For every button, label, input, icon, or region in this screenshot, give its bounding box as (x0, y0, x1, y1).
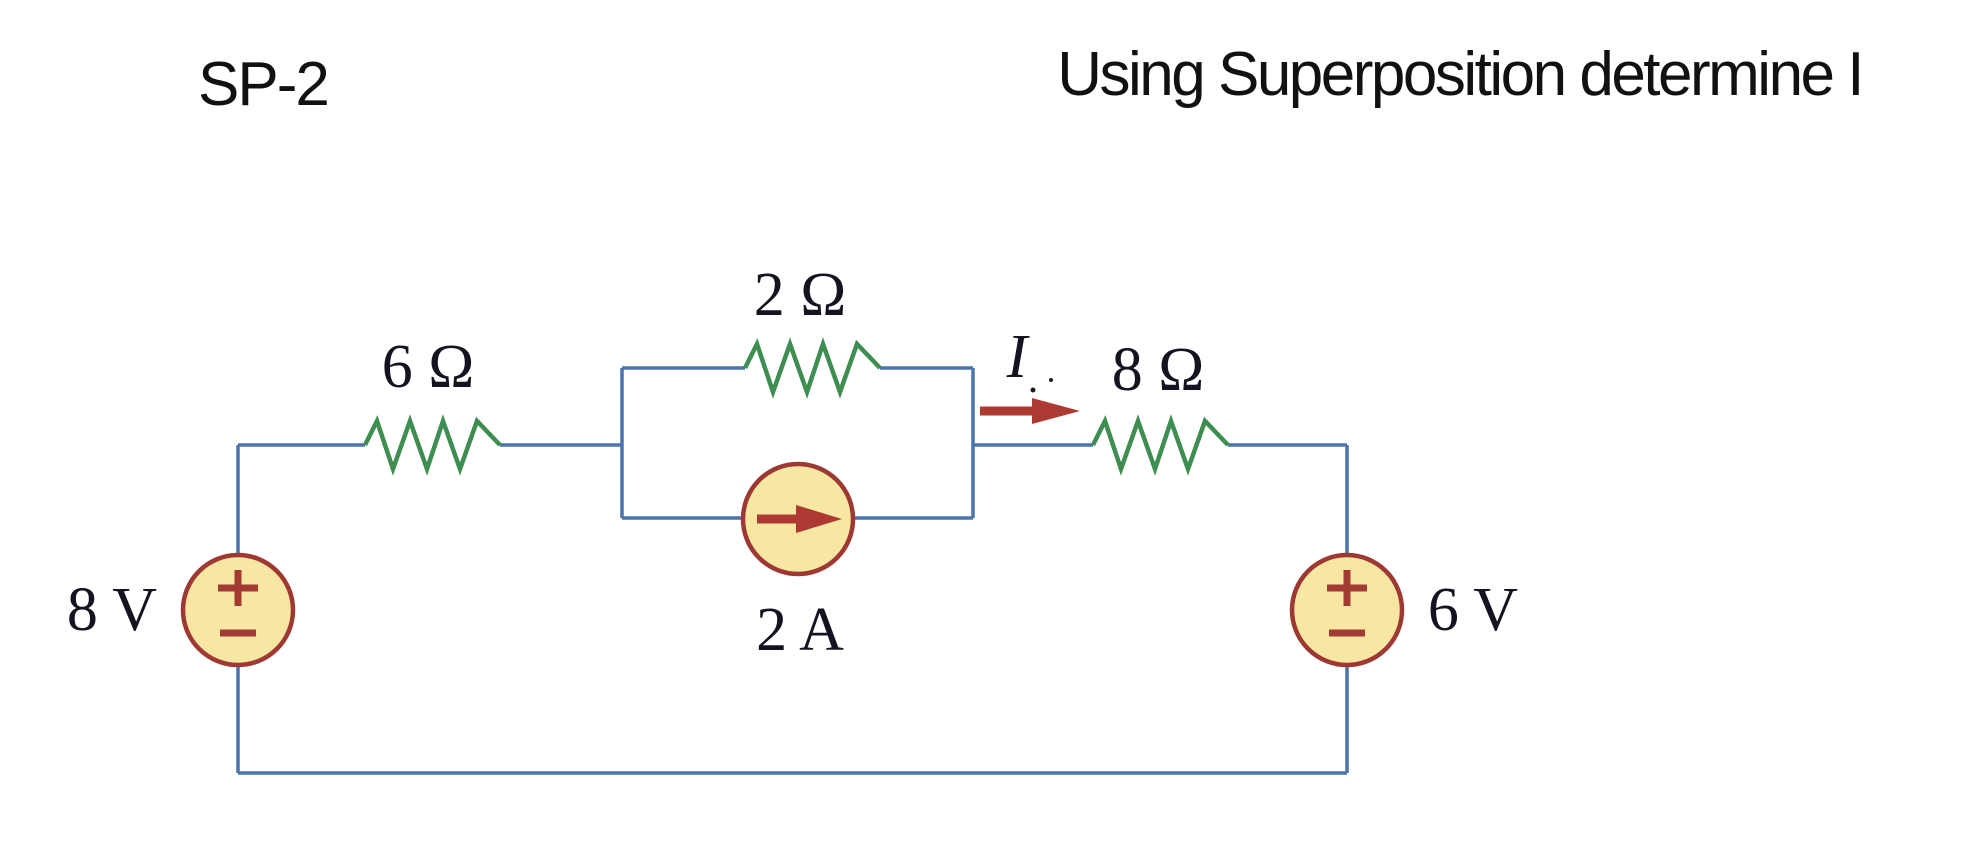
current-i-label: I (1006, 323, 1031, 391)
current-i-arrowhead-icon (1032, 398, 1080, 424)
resistor-6ohm-label: 6 Ω (382, 333, 475, 401)
resistor-8ohm-label: 8 Ω (1112, 336, 1205, 404)
plus-icon (1327, 570, 1367, 606)
resistor-6ohm-zigzag (362, 414, 502, 476)
stray-ink-dot (1030, 387, 1036, 393)
plus-icon (218, 570, 258, 606)
stray-ink-dot (1049, 378, 1053, 382)
current-source-arrowhead-icon (796, 505, 842, 533)
resistor-8ohm-zigzag (1090, 414, 1230, 476)
instruction-title: Using Superposition determine I (1057, 40, 1864, 109)
resistor-2ohm-zigzag (742, 337, 882, 399)
voltage-source-6v-label: 6 V (1428, 576, 1518, 644)
resistor-2ohm-label: 2 Ω (754, 261, 847, 329)
voltage-source-8v-circle (180, 552, 296, 668)
voltage-source-8v-label: 8 V (67, 576, 157, 644)
wire-parallel-box (620, 366, 975, 520)
current-source-2a-label: 2 A (756, 596, 844, 664)
problem-id-label: SP-2 (198, 50, 330, 119)
voltage-source-6v-circle (1289, 552, 1405, 668)
